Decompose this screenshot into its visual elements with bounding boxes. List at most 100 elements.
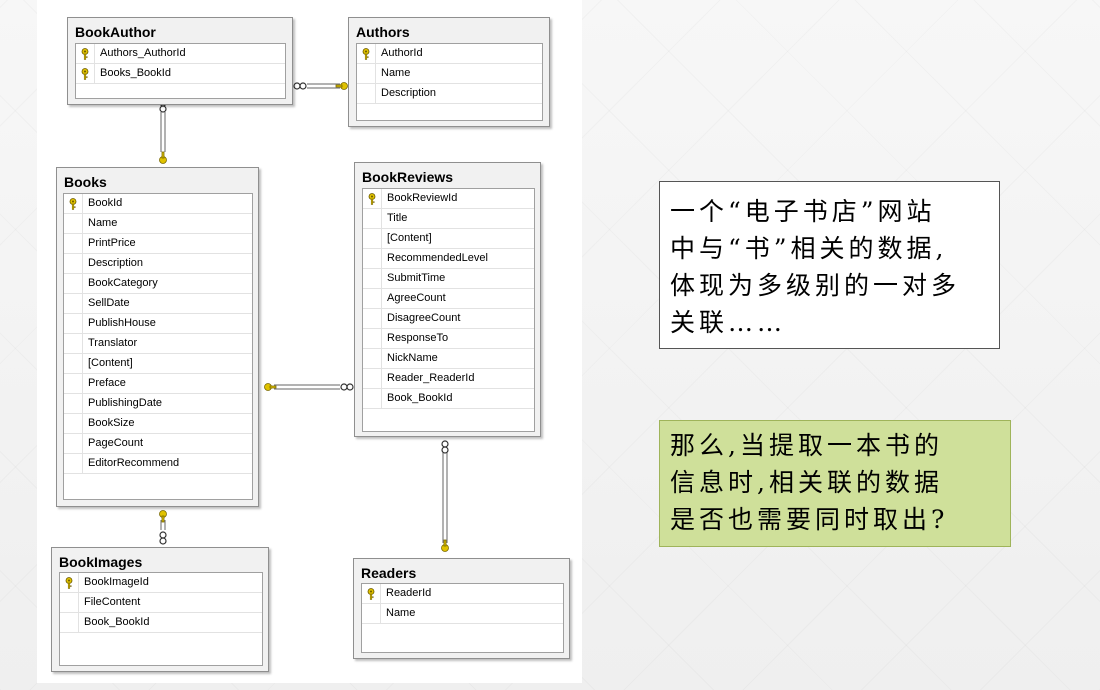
field-gutter bbox=[363, 209, 382, 228]
infinity-icon bbox=[159, 531, 167, 545]
field-row[interactable]: BookId bbox=[64, 194, 252, 214]
field-name: ReaderId bbox=[386, 587, 432, 599]
field-row[interactable]: NickName bbox=[363, 349, 534, 369]
field-row[interactable]: DisagreeCount bbox=[363, 309, 534, 329]
field-name: SubmitTime bbox=[387, 272, 446, 284]
field-gutter bbox=[76, 64, 95, 83]
field-row[interactable]: ResponseTo bbox=[363, 329, 534, 349]
field-name: Authors_AuthorId bbox=[100, 47, 186, 59]
field-name: Title bbox=[387, 212, 408, 224]
note-line: 是否也需要同时取出? bbox=[670, 505, 949, 534]
note-question: 那么,当提取一本书的信息时,相关联的数据是否也需要同时取出? bbox=[659, 420, 1011, 547]
field-row[interactable]: Preface bbox=[64, 374, 252, 394]
field-name: Preface bbox=[88, 377, 126, 389]
field-gutter bbox=[362, 584, 381, 603]
field-row[interactable]: [Content] bbox=[64, 354, 252, 374]
field-name: [Content] bbox=[88, 357, 133, 369]
field-name: Reader_ReaderId bbox=[387, 372, 475, 384]
field-gutter bbox=[64, 234, 83, 253]
field-name: Books_BookId bbox=[100, 67, 171, 79]
field-row[interactable]: Title bbox=[363, 209, 534, 229]
field-row[interactable]: BookReviewId bbox=[363, 189, 534, 209]
field-row[interactable]: BookCategory bbox=[64, 274, 252, 294]
note-line: 信息时,相关联的数据 bbox=[670, 468, 943, 497]
field-row[interactable]: Authors_AuthorId bbox=[76, 44, 285, 64]
field-row[interactable]: SubmitTime bbox=[363, 269, 534, 289]
note-line: 关联…… bbox=[670, 308, 787, 337]
field-gutter bbox=[64, 254, 83, 273]
field-gutter bbox=[64, 334, 83, 353]
field-row[interactable]: Name bbox=[64, 214, 252, 234]
field-gutter bbox=[60, 573, 79, 592]
field-row[interactable]: PublishingDate bbox=[64, 394, 252, 414]
field-row[interactable]: EditorRecommend bbox=[64, 454, 252, 474]
field-name: ResponseTo bbox=[387, 332, 449, 344]
field-row[interactable]: PrintPrice bbox=[64, 234, 252, 254]
field-row[interactable]: PublishHouse bbox=[64, 314, 252, 334]
field-row[interactable]: AgreeCount bbox=[363, 289, 534, 309]
field-row[interactable]: SellDate bbox=[64, 294, 252, 314]
field-row[interactable]: Name bbox=[357, 64, 542, 84]
field-gutter bbox=[64, 434, 83, 453]
primary-key-icon bbox=[69, 198, 77, 210]
note-line: 那么,当提取一本书的 bbox=[670, 431, 943, 460]
field-row[interactable]: Book_BookId bbox=[363, 389, 534, 409]
field-name: Book_BookId bbox=[84, 616, 150, 628]
field-row[interactable]: Description bbox=[357, 84, 542, 104]
field-gutter bbox=[60, 613, 79, 632]
field-gutter bbox=[357, 44, 376, 63]
field-name: AgreeCount bbox=[387, 292, 446, 304]
field-gutter bbox=[64, 414, 83, 433]
field-row[interactable]: RecommendedLevel bbox=[363, 249, 534, 269]
primary-key-icon bbox=[362, 48, 370, 60]
field-name: PublishHouse bbox=[88, 317, 156, 329]
field-row[interactable]: BookImageId bbox=[60, 573, 262, 593]
field-name: Book_BookId bbox=[387, 392, 453, 404]
field-name: PublishingDate bbox=[88, 397, 162, 409]
field-row[interactable]: BookSize bbox=[64, 414, 252, 434]
field-row[interactable]: Reader_ReaderId bbox=[363, 369, 534, 389]
entity-title: BookReviews bbox=[362, 169, 454, 185]
field-name: SellDate bbox=[88, 297, 130, 309]
infinity-icon bbox=[293, 82, 307, 90]
field-row[interactable]: Book_BookId bbox=[60, 613, 262, 633]
field-row[interactable]: ReaderId bbox=[362, 584, 563, 604]
field-gutter bbox=[363, 309, 382, 328]
field-name: PrintPrice bbox=[88, 237, 136, 249]
field-gutter bbox=[64, 394, 83, 413]
field-row[interactable]: Description bbox=[64, 254, 252, 274]
field-gutter bbox=[363, 329, 382, 348]
field-gutter bbox=[363, 289, 382, 308]
field-name: [Content] bbox=[387, 232, 432, 244]
entity-title: BookAuthor bbox=[75, 24, 156, 40]
note-line: 体现为多级别的一对多 bbox=[670, 271, 961, 300]
infinity-icon bbox=[340, 383, 354, 391]
field-name: PageCount bbox=[88, 437, 144, 449]
field-row[interactable]: PageCount bbox=[64, 434, 252, 454]
entity-title: Authors bbox=[356, 24, 410, 40]
field-gutter bbox=[64, 194, 83, 213]
field-name: FileContent bbox=[84, 596, 141, 608]
field-row[interactable]: AuthorId bbox=[357, 44, 542, 64]
field-name: Name bbox=[88, 217, 118, 229]
field-row[interactable]: Books_BookId bbox=[76, 64, 285, 84]
field-gutter bbox=[363, 369, 382, 388]
key-icon bbox=[441, 539, 449, 552]
field-row[interactable]: [Content] bbox=[363, 229, 534, 249]
note-intro: 一个“电子书店”网站中与“书”相关的数据,体现为多级别的一对多关联…… bbox=[659, 181, 1000, 349]
field-row[interactable]: Name bbox=[362, 604, 563, 624]
field-row[interactable]: FileContent bbox=[60, 593, 262, 613]
field-row[interactable]: Translator bbox=[64, 334, 252, 354]
